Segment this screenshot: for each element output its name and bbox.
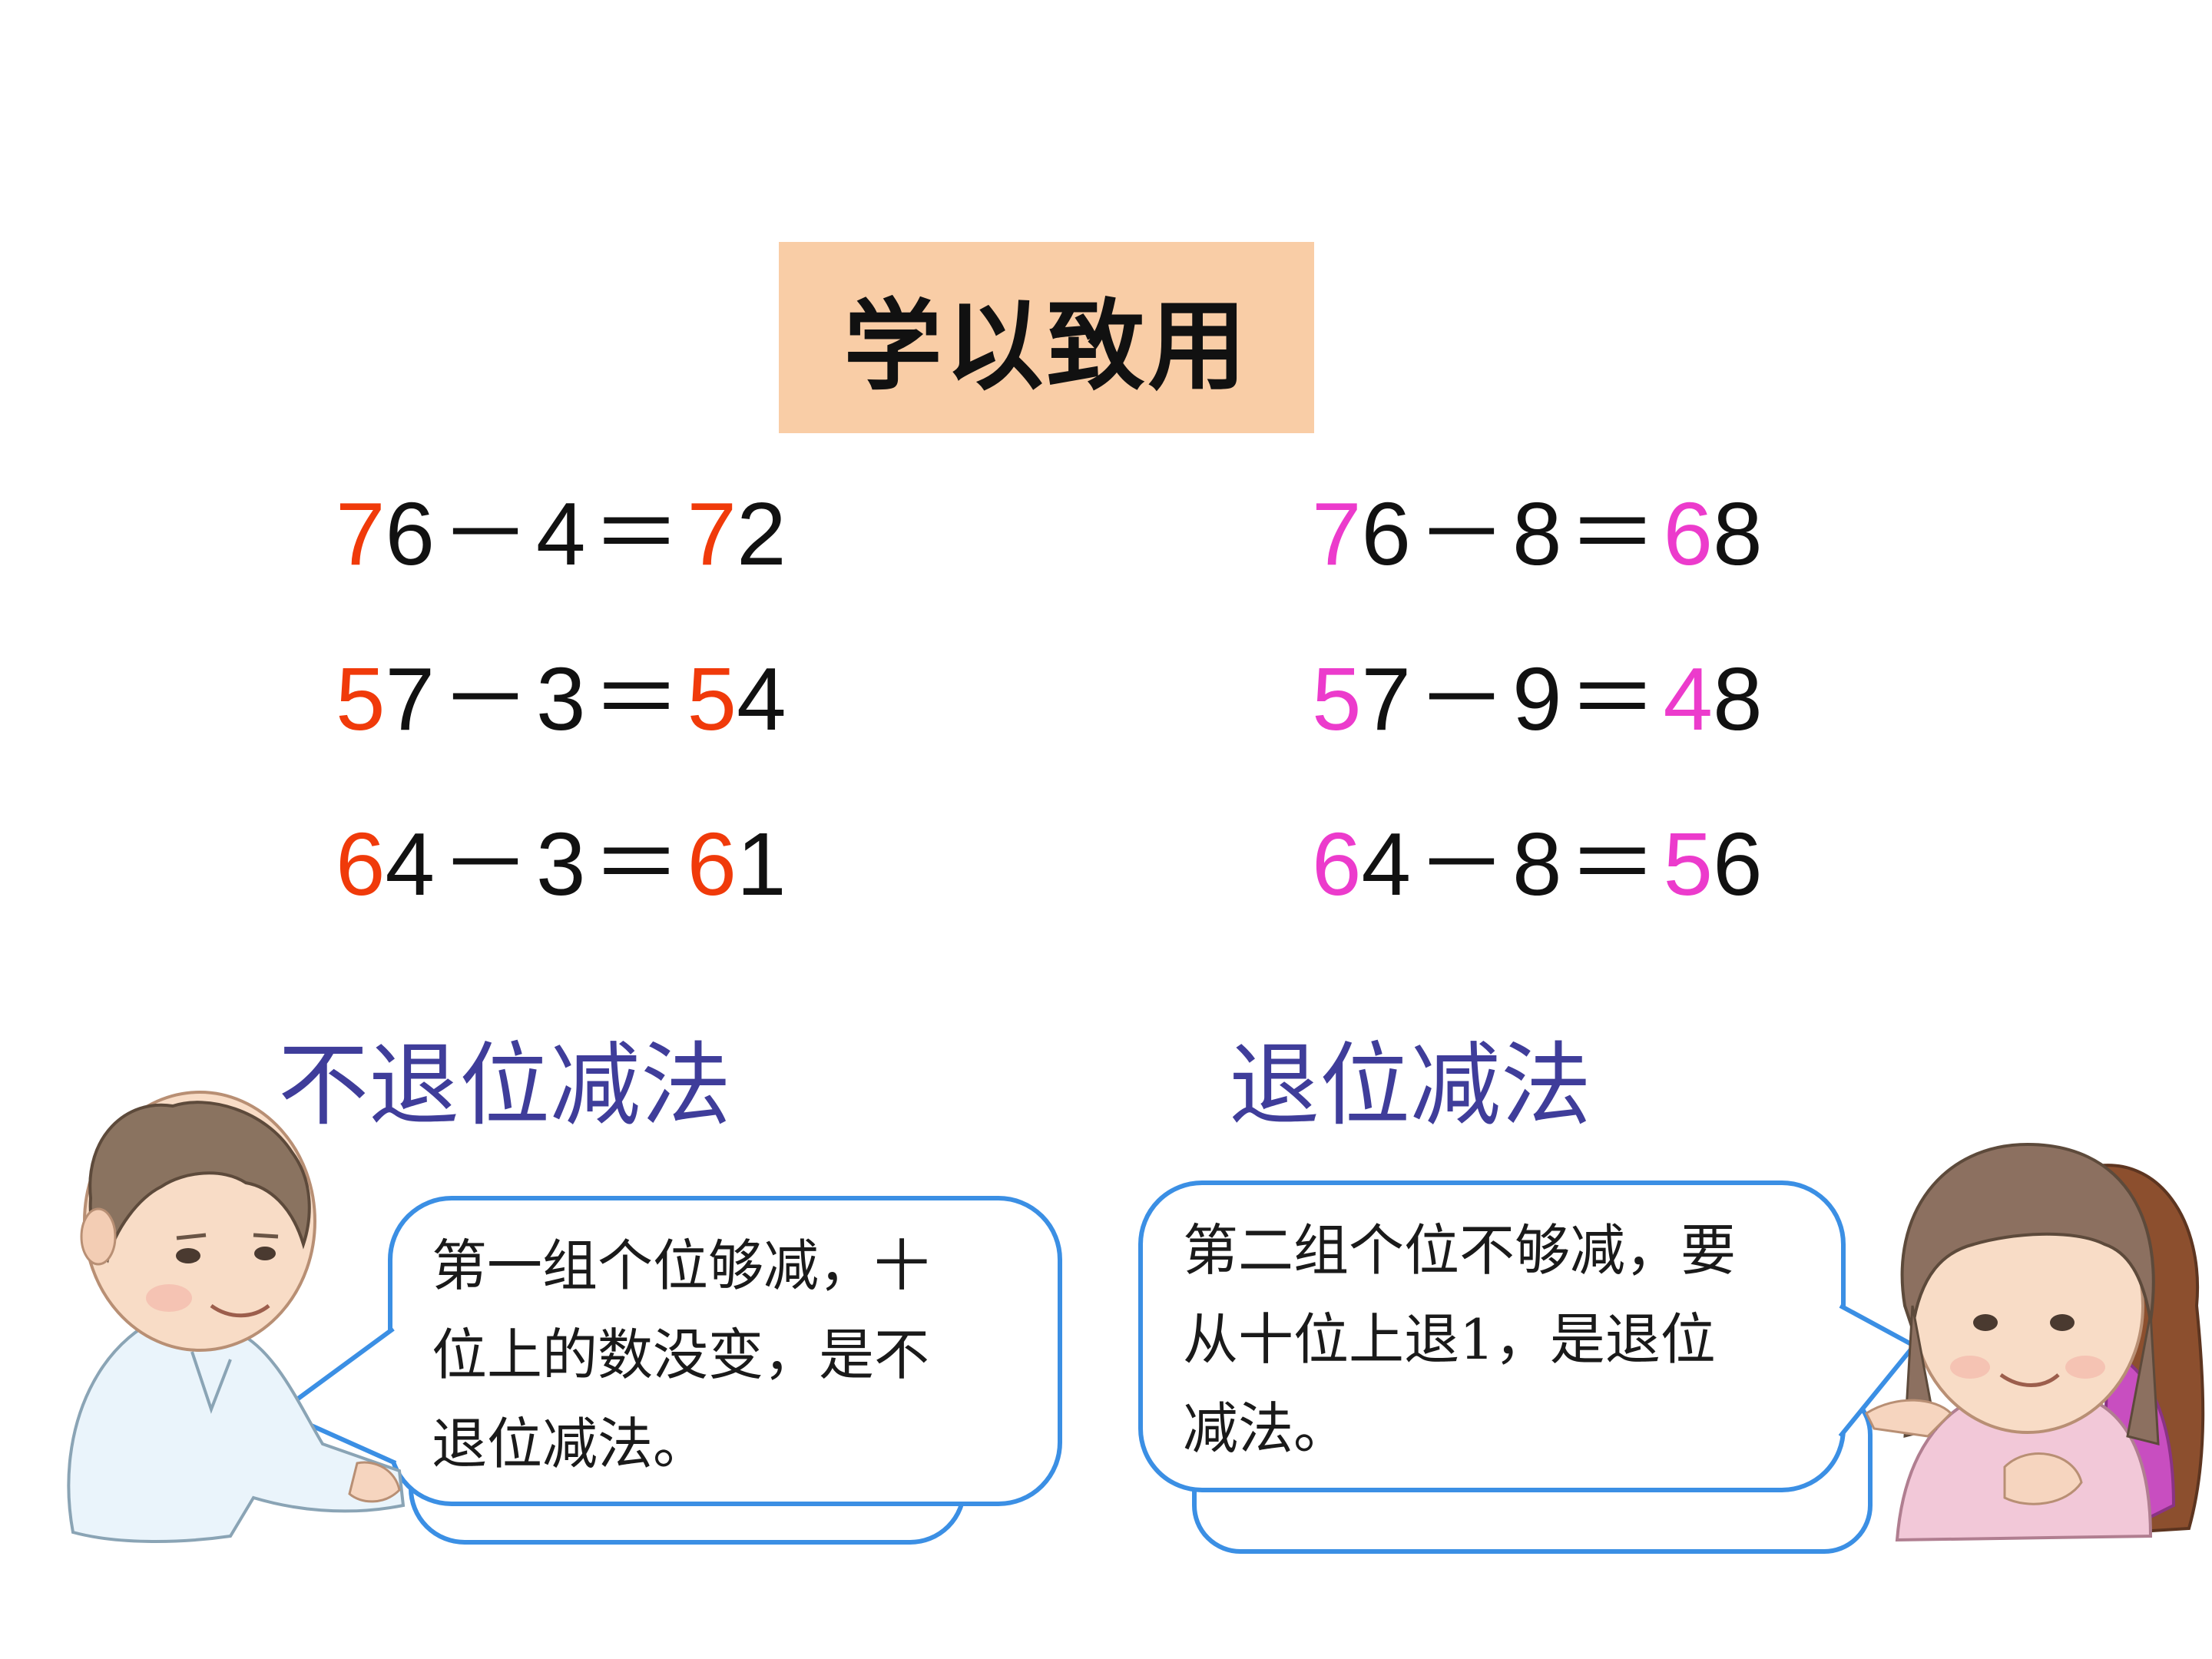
digit: 6: [336, 814, 386, 914]
digit: 6: [687, 814, 737, 914]
digit: 7: [1312, 484, 1362, 584]
girls-illustration: [1865, 1142, 2205, 1542]
digit: 5: [336, 649, 386, 749]
digit: 8: [1713, 484, 1763, 584]
digit: 6: [1312, 814, 1362, 914]
minus-sign: －: [1417, 484, 1507, 584]
right-bubble-text: 第二组个位不够减，要 从十位上退1，是退位 减法。: [1183, 1218, 1737, 1461]
right-speech-bubble: [1138, 1181, 1916, 1554]
digit: 3: [536, 814, 586, 914]
digit: 7: [1361, 649, 1412, 749]
left-bubble-text: 第一组个位够减，十 位上的数没变，是不 退位减法。: [432, 1233, 930, 1476]
equals-sign: ＝: [1568, 814, 1657, 914]
label-non-borrow-subtraction: 不退位减法: [278, 1032, 732, 1138]
minus-sign: －: [441, 814, 531, 914]
equals-sign: ＝: [591, 649, 681, 749]
digit: 8: [1512, 814, 1562, 914]
digit: 7: [336, 484, 386, 584]
boy-illustration: [67, 1091, 406, 1543]
right-equation-2: 57－9＝48: [1312, 645, 1763, 753]
minus-sign: －: [441, 484, 531, 584]
digit: 6: [1663, 484, 1714, 584]
title-box: 学以致用: [779, 242, 1314, 433]
minus-sign: －: [441, 649, 531, 749]
minus-sign: －: [1417, 814, 1507, 914]
right-equation-3: 64－8＝56: [1312, 810, 1763, 918]
digit: 1: [737, 814, 786, 914]
minus-sign: －: [1417, 649, 1507, 749]
digit: 3: [536, 649, 586, 749]
digit: 9: [1512, 649, 1562, 749]
title: 学以致用: [843, 290, 1250, 404]
digit: 5: [1312, 649, 1362, 749]
digit: 4: [385, 814, 435, 914]
digit: 4: [737, 649, 786, 749]
digit: 4: [1663, 649, 1714, 749]
equals-sign: ＝: [1568, 649, 1657, 749]
left-equation-1: 76－4＝72: [336, 480, 786, 588]
left-equation-2: 57－3＝54: [336, 645, 786, 753]
digit: 6: [1361, 484, 1412, 584]
digit: 8: [1512, 484, 1562, 584]
digit: 5: [1663, 814, 1714, 914]
digit: 6: [1713, 814, 1763, 914]
digit: 7: [385, 649, 435, 749]
digit: 4: [1361, 814, 1412, 914]
equals-sign: ＝: [1568, 484, 1657, 584]
digit: 8: [1713, 649, 1763, 749]
equals-sign: ＝: [591, 484, 681, 584]
digit: 5: [687, 649, 737, 749]
label-borrow-subtraction: 退位减法: [1229, 1032, 1592, 1138]
right-equation-1: 76－8＝68: [1312, 480, 1763, 588]
digit: 7: [687, 484, 737, 584]
digit: 4: [536, 484, 586, 584]
left-equation-3: 64－3＝61: [336, 810, 786, 918]
digit: 6: [385, 484, 435, 584]
digit: 2: [737, 484, 786, 584]
equals-sign: ＝: [591, 814, 681, 914]
left-speech-bubble: [278, 1196, 1062, 1545]
